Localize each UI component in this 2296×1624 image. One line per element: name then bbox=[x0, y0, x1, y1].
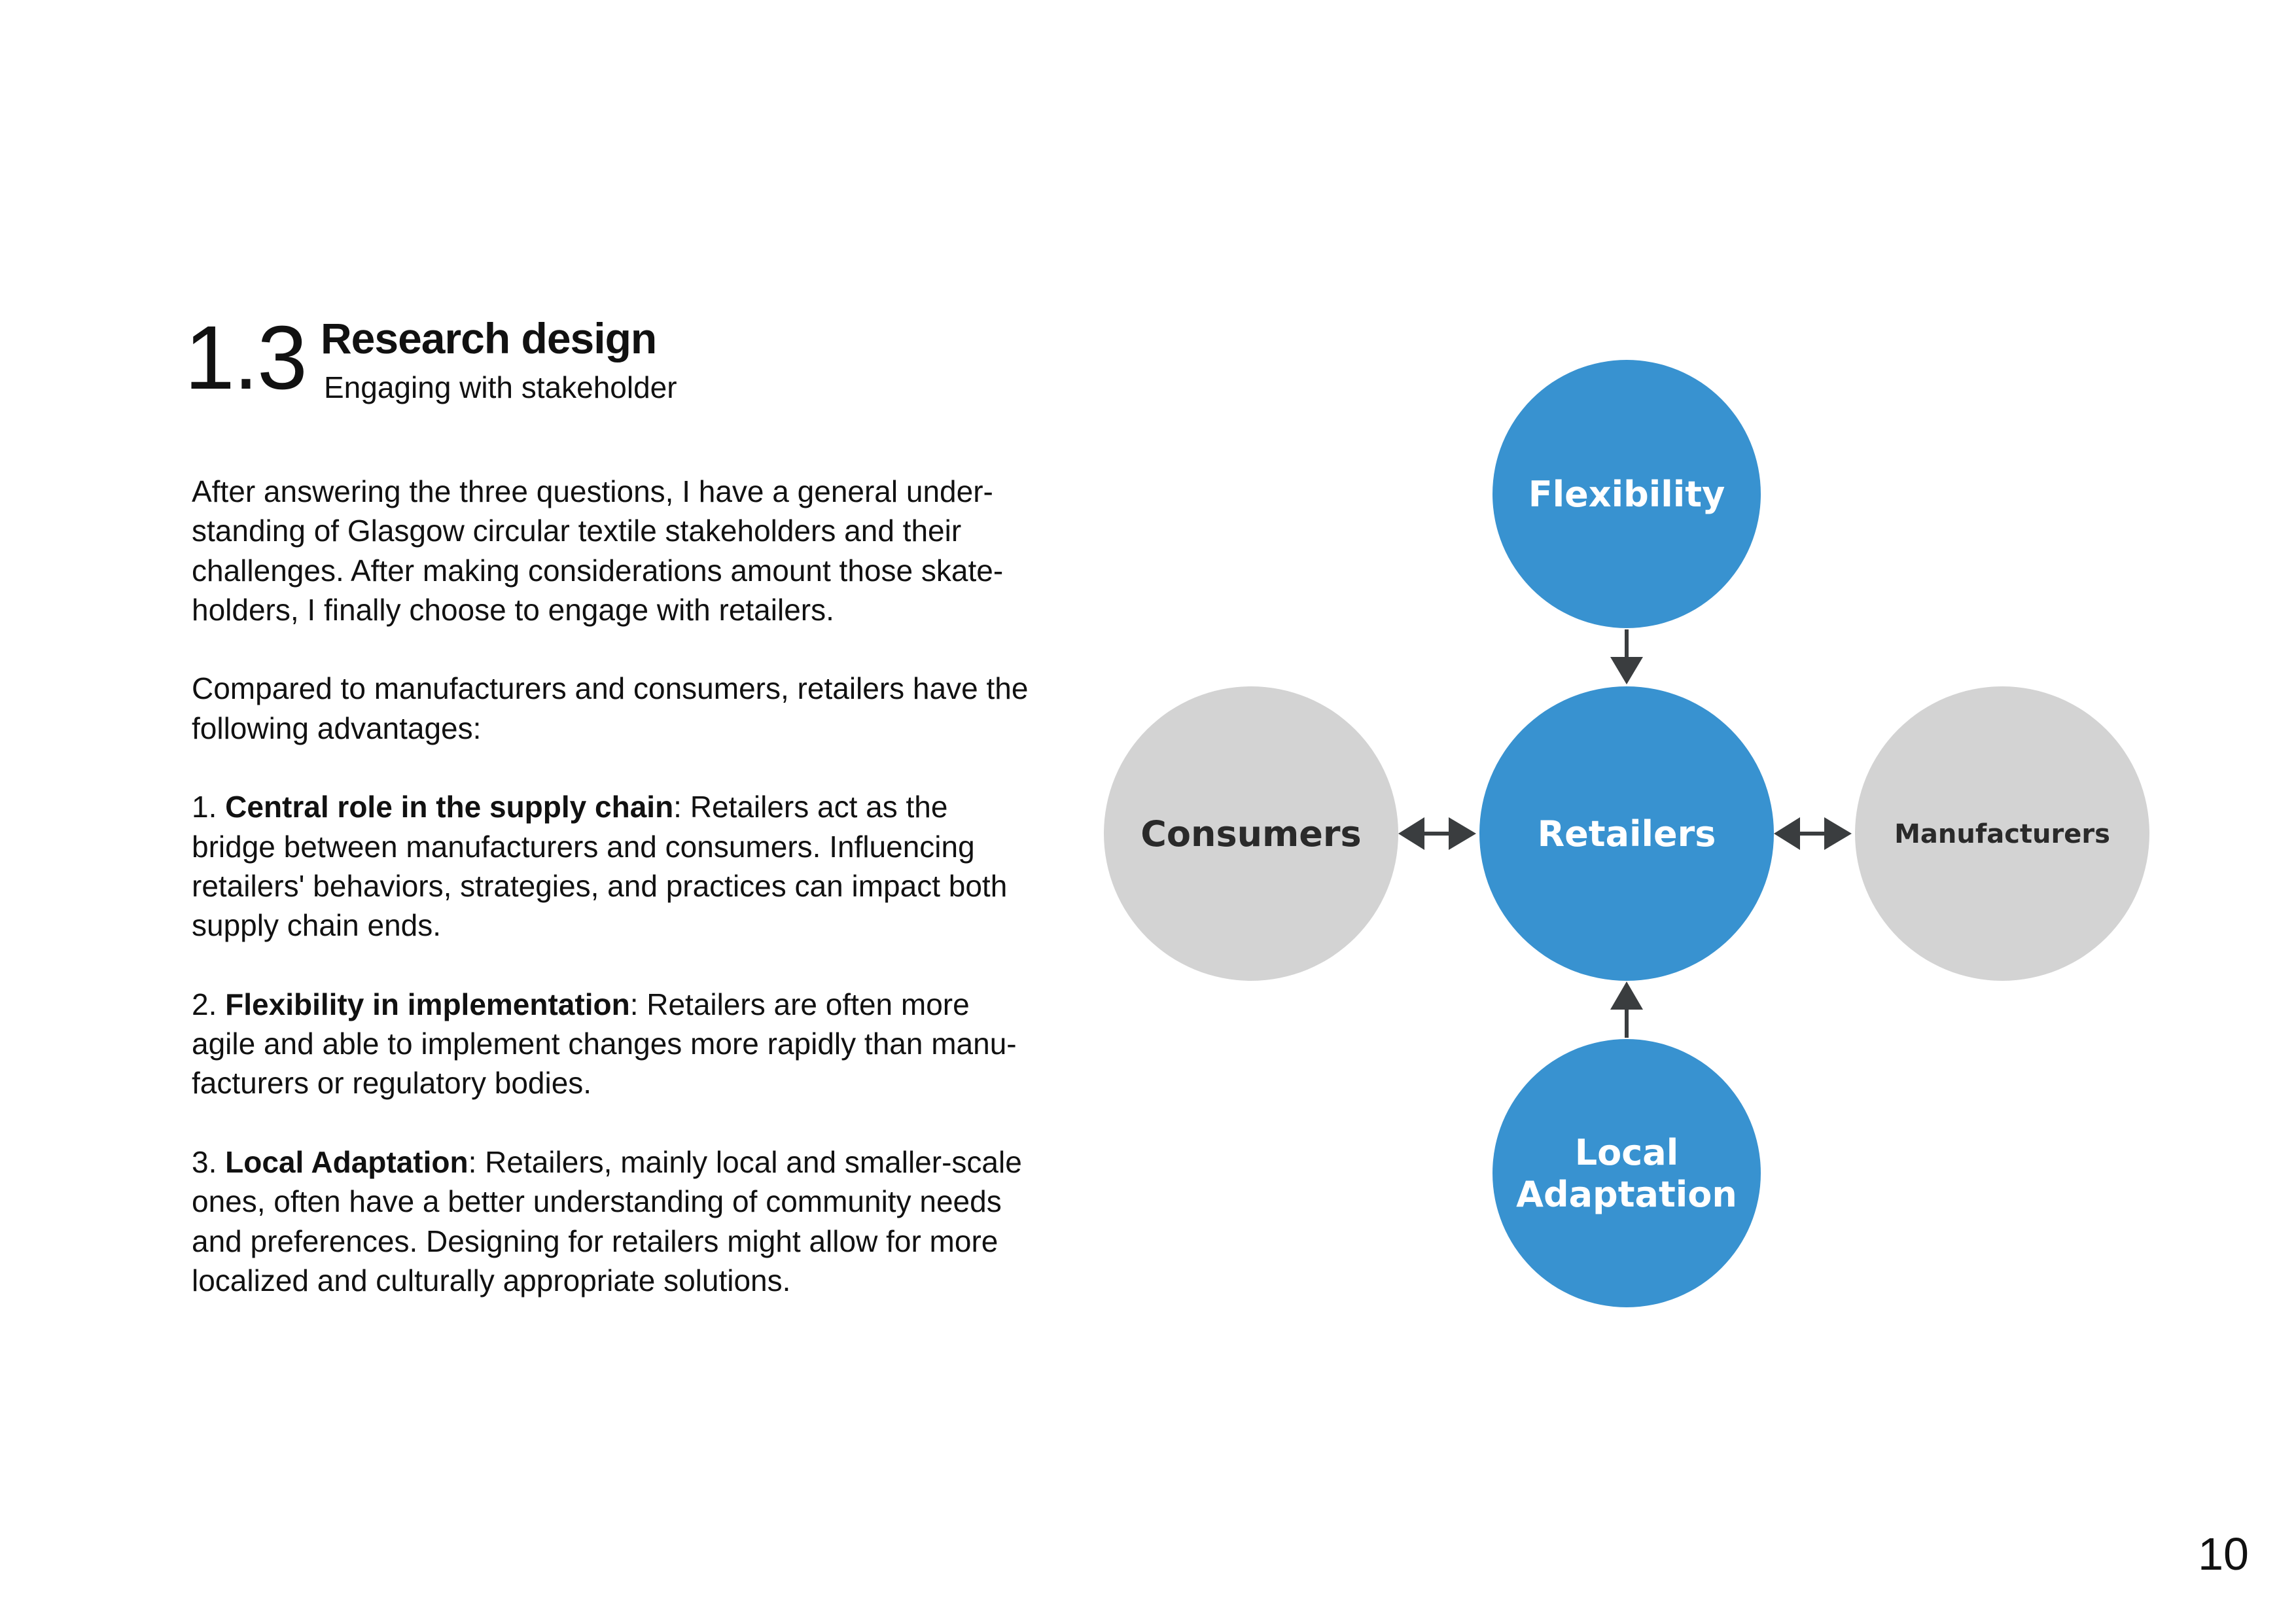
text-line: and preferences. Designing for retailers… bbox=[192, 1224, 998, 1258]
node-circle bbox=[1855, 686, 2149, 981]
advantage-title: Flexibility in implementation bbox=[225, 987, 630, 1021]
node-retailers: Retailers bbox=[1479, 686, 1774, 981]
node-label-line: Adaptation bbox=[1516, 1174, 1737, 1215]
node-circle bbox=[1492, 1039, 1761, 1307]
arrow-head-right bbox=[1449, 817, 1476, 850]
intro-paragraph: After answering the three questions, I h… bbox=[192, 472, 1062, 629]
text-line: supply chain ends. bbox=[192, 908, 442, 943]
text-line: bridge between manufacturers and consume… bbox=[192, 829, 975, 864]
node-flexibility: Flexibility bbox=[1492, 360, 1761, 628]
node-label: Consumers bbox=[1140, 813, 1361, 855]
advantage-number: 2. bbox=[192, 987, 217, 1021]
text-line: 1. Central role in the supply chain: Ret… bbox=[192, 787, 1062, 826]
node-consumers: Consumers bbox=[1104, 686, 1398, 981]
section-number: 1.3 bbox=[185, 308, 308, 408]
node-label-line: Manufacturers bbox=[1894, 819, 2110, 849]
advantage-title: Local Adaptation bbox=[225, 1145, 468, 1180]
node-label-line: Flexibility bbox=[1528, 474, 1725, 515]
arrow-head-left bbox=[1398, 817, 1424, 850]
node-label-line: Retailers bbox=[1538, 813, 1716, 855]
node-circle bbox=[1104, 686, 1398, 981]
node-circle bbox=[1492, 360, 1761, 628]
node-label: Flexibility bbox=[1528, 474, 1725, 515]
text-line: After answering the three questions, I h… bbox=[192, 474, 993, 508]
arrow-head-up bbox=[1610, 981, 1643, 1010]
advantage-text: : Retailers are often more bbox=[629, 987, 970, 1021]
text-line: standing of Glasgow circular textile sta… bbox=[192, 514, 962, 548]
section-title: Research design bbox=[321, 314, 657, 362]
text-line: localized and culturally appropriate sol… bbox=[192, 1263, 791, 1297]
text-line: retailers' behaviors, strategies, and pr… bbox=[192, 868, 1008, 903]
arrow-head-right bbox=[1824, 817, 1852, 850]
text-line: holders, I finally choose to engage with… bbox=[192, 592, 834, 627]
advantage-title: Central role in the supply chain bbox=[225, 790, 674, 824]
node-label: Manufacturers bbox=[1894, 819, 2110, 849]
node-circle bbox=[1479, 686, 1774, 981]
body-text: After answering the three questions, I h… bbox=[192, 472, 1062, 1300]
arrow-head-down bbox=[1610, 657, 1643, 684]
text-line: challenges. After making considerations … bbox=[192, 553, 1004, 588]
text-line: following advantages: bbox=[192, 711, 482, 745]
text-line: ones, often have a better understanding … bbox=[192, 1184, 1002, 1219]
arrow-consumers-retailers bbox=[1398, 817, 1476, 850]
advantage-item-flexibility: 2. Flexibility in implementation: Retail… bbox=[192, 985, 1062, 1103]
text-line: Compared to manufacturers and consumers,… bbox=[192, 671, 1029, 706]
advantage-item-central-role: 1. Central role in the supply chain: Ret… bbox=[192, 787, 1062, 945]
node-label-line: Consumers bbox=[1140, 813, 1361, 855]
page-number: 10 bbox=[2198, 1528, 2249, 1580]
node-label-line: Local bbox=[1575, 1132, 1678, 1173]
node-manufacturers: Manufacturers bbox=[1855, 686, 2149, 981]
text-line: facturers or regulatory bodies. bbox=[192, 1066, 592, 1101]
text-line: 3. Local Adaptation: Retailers, mainly l… bbox=[192, 1142, 1062, 1182]
arrow-local-adaptation-to-retailers bbox=[1610, 981, 1643, 1038]
text-line: agile and able to implement changes more… bbox=[192, 1027, 1017, 1061]
advantage-number: 3. bbox=[192, 1145, 217, 1180]
advantage-number: 1. bbox=[192, 790, 217, 824]
section-subtitle: Engaging with stakeholder bbox=[324, 370, 677, 404]
arrow-flexibility-to-retailers bbox=[1610, 629, 1643, 684]
arrow-retailers-manufacturers bbox=[1774, 817, 1852, 850]
text-line: 2. Flexibility in implementation: Retail… bbox=[192, 985, 1062, 1024]
comparison-paragraph: Compared to manufacturers and consumers,… bbox=[192, 669, 1062, 748]
node-label: Retailers bbox=[1538, 813, 1716, 855]
advantage-item-local-adaptation: 3. Local Adaptation: Retailers, mainly l… bbox=[192, 1142, 1062, 1300]
arrow-head-left bbox=[1774, 817, 1800, 850]
advantage-text: : Retailers act as the bbox=[673, 790, 948, 824]
advantage-text: : Retailers, mainly local and smaller-sc… bbox=[468, 1145, 1022, 1180]
